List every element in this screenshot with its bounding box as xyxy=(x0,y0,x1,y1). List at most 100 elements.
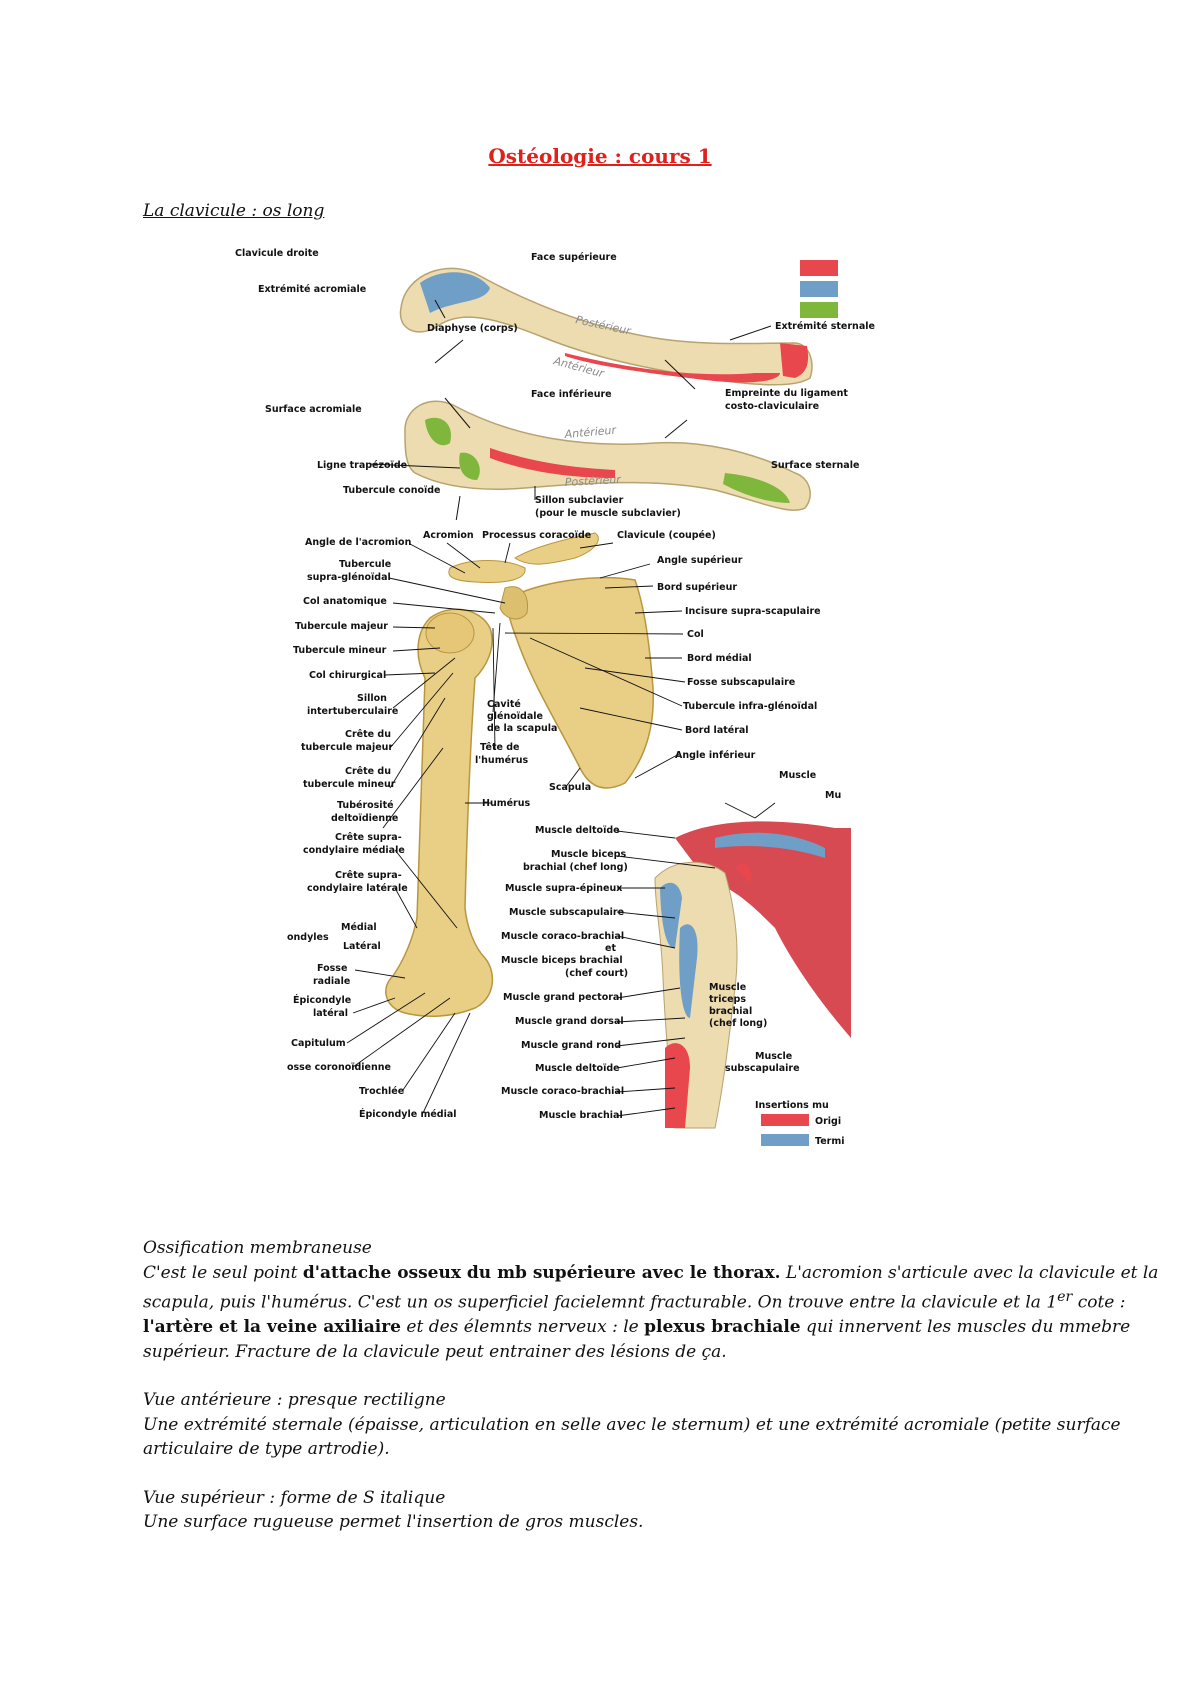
label-grand-pectoral: Muscle grand pectoral xyxy=(503,992,623,1003)
label-extremite-sternale: Extrémité sternale xyxy=(775,321,875,332)
legend-green-swatch xyxy=(800,302,838,318)
label-biceps-2: brachial (chef long) xyxy=(523,862,628,873)
label-tubercule-supra-2: supra-glénoïdal xyxy=(307,572,391,583)
label-insertions: Insertions mu xyxy=(755,1100,829,1111)
label-sillon-2: intertuberculaire xyxy=(307,706,398,717)
label-tete-1: Tête de xyxy=(480,742,519,753)
label-mu-tr: Mu xyxy=(825,790,841,801)
label-crete-lateral-1: Crête supra- xyxy=(335,870,402,881)
label-brachial: Muscle brachial xyxy=(539,1110,623,1121)
label-cavite-2: glénoïdale xyxy=(487,711,543,722)
label-anterieur-2: Antérieur xyxy=(563,423,618,441)
humerus-drawing xyxy=(385,608,494,1018)
para-attache-sup: er xyxy=(1057,1289,1073,1305)
label-crete-majeur-2: tubercule majeur xyxy=(301,742,393,753)
label-fosse-radiale-2: radiale xyxy=(313,976,350,987)
label-subscap-2: subscapulaire xyxy=(725,1063,800,1074)
label-tubercule-conoide: Tubercule conoïde xyxy=(343,485,440,496)
para-attache-a: C'est le seul point xyxy=(143,1262,303,1283)
label-triceps-1: Muscle xyxy=(709,982,746,993)
label-angle-acromion: Angle de l'acromion xyxy=(305,537,412,548)
legend-terminaison-swatch xyxy=(761,1134,809,1146)
document-title: Ostéologie : cours 1 xyxy=(488,144,712,168)
label-tubercule-supra-1: Tubercule xyxy=(339,559,391,570)
para-surface-rugueuse: Une surface rugueuse permet l'insertion … xyxy=(143,1512,644,1533)
label-tuberosite-1: Tubérosité xyxy=(337,800,394,811)
legend-red-swatch xyxy=(800,260,838,276)
clavicle-panel: Postérieur Antérieur Antérieur Postérieu… xyxy=(235,228,891,564)
label-sillon-1: Sillon xyxy=(357,693,387,704)
label-epicondyle-lateral-1: Épicondyle xyxy=(293,994,351,1006)
label-col-chirurgical: Col chirurgical xyxy=(309,670,386,681)
label-clavicule-coupee: Clavicule (coupée) xyxy=(617,530,716,541)
label-coraco-3: Muscle biceps brachial xyxy=(501,955,623,966)
label-crete-medial-1: Crête supra- xyxy=(335,832,402,843)
label-biceps-1: Muscle biceps xyxy=(551,849,626,860)
label-coraco-2: et xyxy=(605,943,616,954)
para-attache-g: plexus brachiale xyxy=(644,1317,801,1338)
label-bord-medial: Bord médial xyxy=(687,653,752,664)
label-subscapulaire: Muscle subscapulaire xyxy=(509,907,624,918)
label-grand-rond: Muscle grand rond xyxy=(521,1040,621,1051)
para-attache: C'est le seul point d'attache osseux du … xyxy=(143,1261,1183,1365)
legend-blue-swatch xyxy=(800,281,838,297)
clavicle-inferior-view xyxy=(404,400,811,511)
label-sillon-subclavier-2: (pour le muscle subclavier) xyxy=(535,508,681,519)
para-extremites: Une extrémité sternale (épaisse, articul… xyxy=(143,1414,1121,1460)
label-crete-medial-2: condylaire médiale xyxy=(303,845,405,856)
label-triceps-3: brachial xyxy=(709,1006,752,1017)
label-processus-coracoide: Processus coracoïde xyxy=(482,530,591,541)
label-lateral: Latéral xyxy=(343,941,381,952)
label-coraco-brachial: Muscle coraco-brachial xyxy=(501,1086,624,1097)
label-triceps-4: (chef long) xyxy=(709,1018,767,1029)
para-attache-e: l'artère et la veine axiliaire xyxy=(143,1317,401,1338)
label-bord-superieur: Bord supérieur xyxy=(657,582,737,593)
label-cavite-1: Cavité xyxy=(487,699,521,710)
label-fosse-subscapulaire: Fosse subscapulaire xyxy=(687,677,795,688)
label-face-superieure: Face supérieure xyxy=(531,252,617,263)
label-triceps-2: triceps xyxy=(709,994,746,1005)
label-clavicule-droite: Clavicule droite xyxy=(235,248,319,259)
label-terminaison: Termi xyxy=(815,1136,845,1147)
section-subtitle: La clavicule : os long xyxy=(143,201,325,221)
para-vue-superieur: Vue supérieur : forme de S italique xyxy=(143,1487,446,1508)
anatomy-figure: Postérieur Antérieur Antérieur Postérieu… xyxy=(235,228,891,1236)
label-origine: Origi xyxy=(815,1116,841,1127)
label-empreinte-1: Empreinte du ligament xyxy=(725,388,848,399)
label-angle-superieur: Angle supérieur xyxy=(657,555,743,566)
para-attache-h: qui innervent les muscles du mmebre supé… xyxy=(143,1317,1131,1362)
scapula-drawing xyxy=(507,577,654,789)
clavicle-superior-view xyxy=(399,267,813,386)
label-condyles: ondyles xyxy=(287,932,329,943)
label-scapula: Scapula xyxy=(549,782,591,793)
label-diaphyse: Diaphyse (corps) xyxy=(427,323,518,334)
para-attache-c: L'acromion s'articule avec la clavicule … xyxy=(143,1262,1159,1313)
label-coraco-1: Muscle coraco-brachial xyxy=(501,931,624,942)
label-deltoide: Muscle deltoïde xyxy=(535,825,620,836)
label-epicondyle-lateral-2: latéral xyxy=(313,1008,348,1019)
label-ligne-trapezoide: Ligne trapézoïde xyxy=(317,460,407,471)
label-bord-lateral: Bord latéral xyxy=(685,725,749,736)
anatomy-illustration: Postérieur Antérieur Antérieur Postérieu… xyxy=(235,228,891,1236)
label-coraco-4: (chef court) xyxy=(565,968,628,979)
label-medial: Médial xyxy=(341,922,377,933)
para-attache-b: d'attache osseux du mb supérieure avec l… xyxy=(302,1262,781,1283)
label-subscap-1: Muscle xyxy=(755,1051,792,1062)
label-empreinte-2: costo-claviculaire xyxy=(725,401,819,412)
label-epicondyle-medial: Épicondyle médial xyxy=(359,1108,457,1120)
label-surface-sternale: Surface sternale xyxy=(771,460,859,471)
legend-origine-swatch xyxy=(761,1114,809,1126)
para-vue-anterieure: Vue antérieure : presque rectiligne xyxy=(143,1390,446,1411)
label-acromion: Acromion xyxy=(423,530,474,541)
label-col-anatomique: Col anatomique xyxy=(303,596,387,607)
label-trochlee: Trochlée xyxy=(359,1086,404,1097)
label-deltoide-2: Muscle deltoïde xyxy=(535,1063,620,1074)
label-tubercule-mineur: Tubercule mineur xyxy=(293,645,387,656)
label-capitulum: Capitulum xyxy=(291,1038,346,1049)
label-tete-2: l'humérus xyxy=(475,755,528,766)
label-sillon-subclavier: Sillon subclavier xyxy=(535,495,624,506)
label-incisure: Incisure supra-scapulaire xyxy=(685,606,821,617)
label-fosse-coronoidienne: osse coronoïdienne xyxy=(287,1062,391,1073)
label-face-inferieure: Face inférieure xyxy=(531,389,612,400)
para-ossification: Ossification membraneuse xyxy=(143,1238,372,1258)
